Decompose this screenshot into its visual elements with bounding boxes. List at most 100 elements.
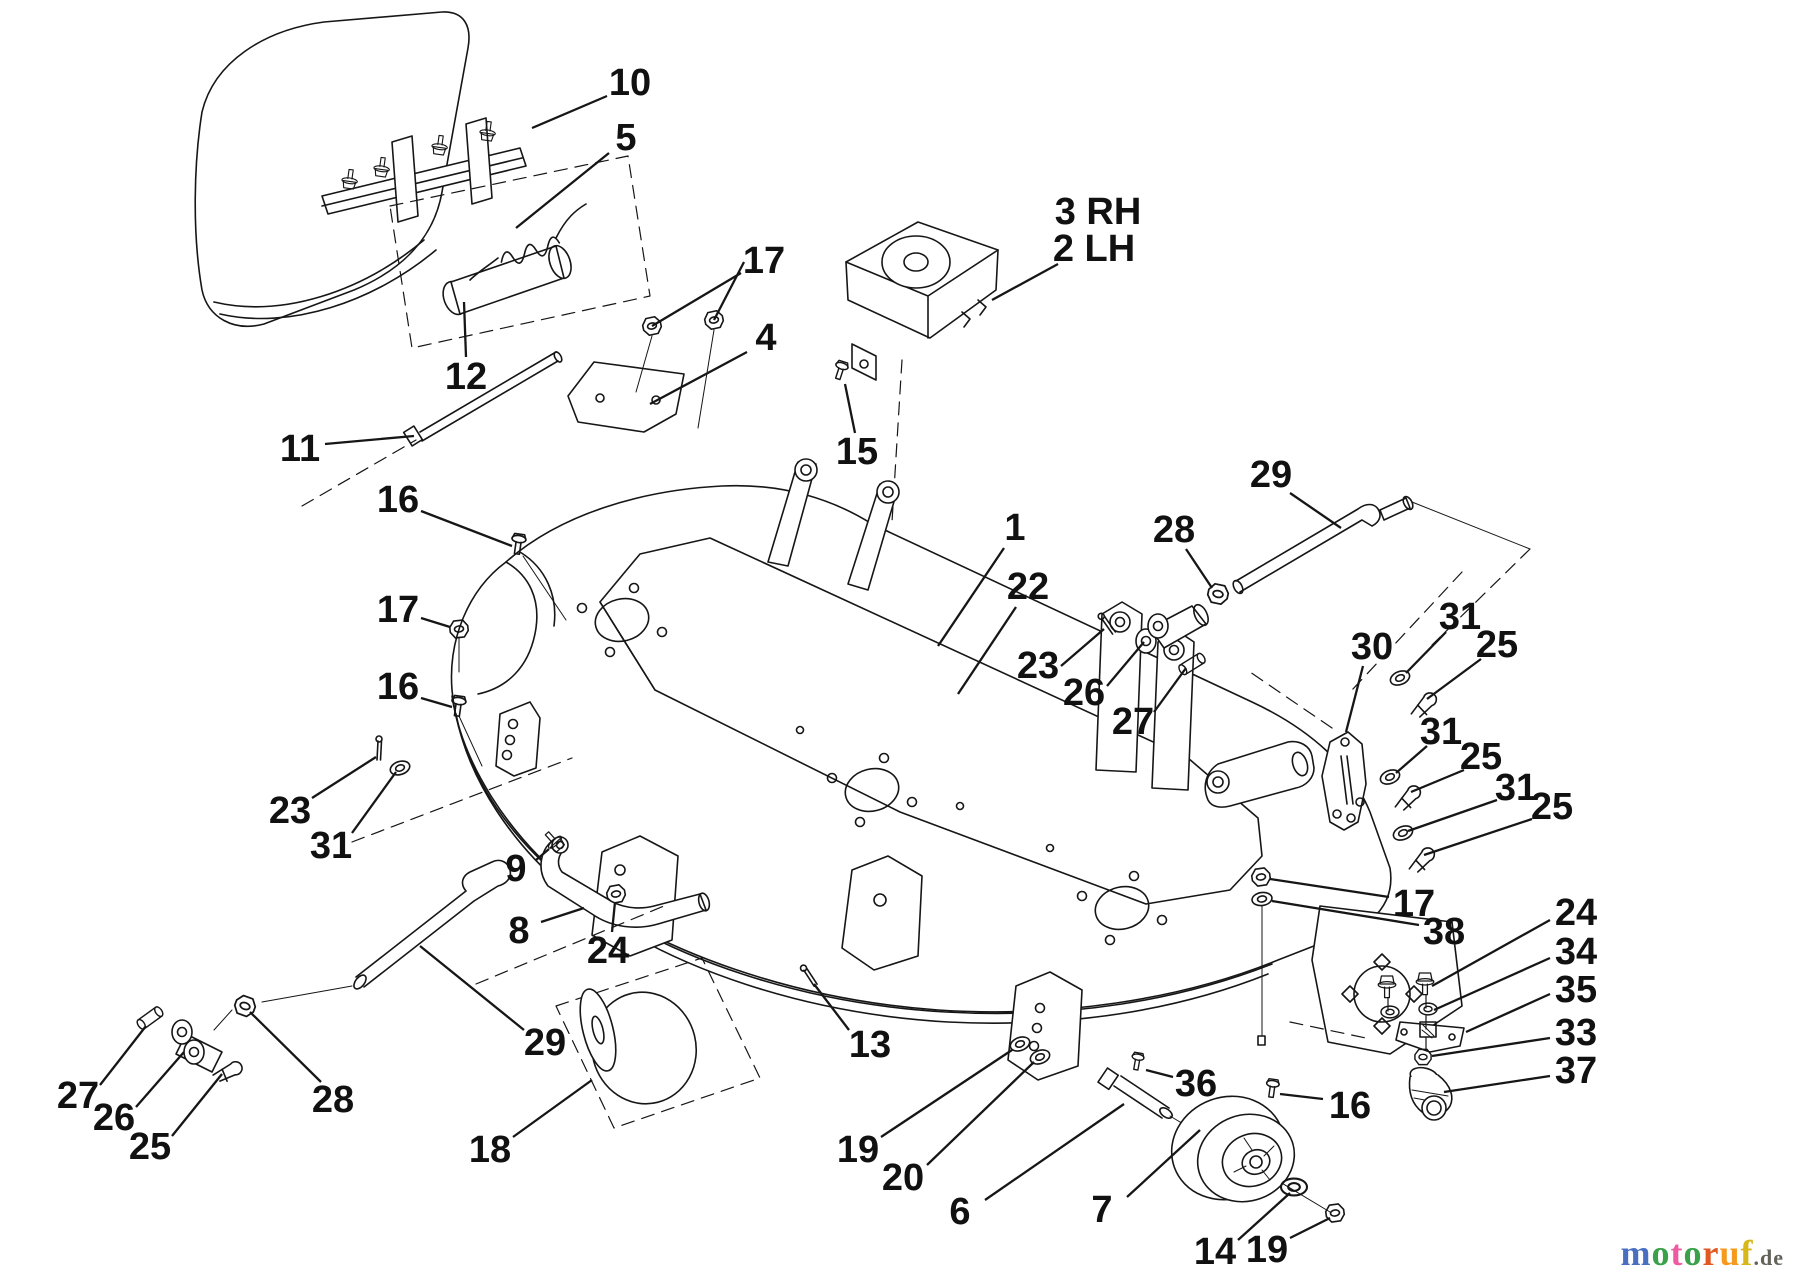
leader-line-16 <box>420 696 453 709</box>
leader-line-17 <box>420 616 451 629</box>
part-callout-12: 12 <box>445 356 487 398</box>
part-callout-15: 15 <box>836 431 878 473</box>
part-callout-30: 30 <box>1351 626 1393 668</box>
leader-line-31 <box>1405 631 1447 674</box>
leader-line-29 <box>1289 492 1342 529</box>
part-callout-2-LH: 2 LH <box>1053 228 1135 270</box>
grass-deflector-shield <box>194 11 527 328</box>
height-adjust-bracket <box>1249 671 1367 831</box>
leader-line-19 <box>880 1049 1013 1138</box>
part-callout-3-RH: 3 RH <box>1055 191 1142 233</box>
part-callout-9: 9 <box>505 848 526 890</box>
leader-line-17 <box>1269 877 1390 899</box>
part-callout-29: 29 <box>524 1022 566 1064</box>
part-callout-11: 11 <box>280 428 320 470</box>
spindle-opening <box>1076 870 1168 946</box>
mount-bracket <box>567 329 715 433</box>
front-center-bracket <box>841 855 923 971</box>
caster-wheel-assembly <box>1007 1033 1346 1224</box>
leader-line-29 <box>419 945 525 1031</box>
anti-scalp-roller <box>555 957 761 1129</box>
leader-line-6 <box>984 1103 1125 1201</box>
spindle-opening <box>576 582 668 658</box>
part-callout-38: 38 <box>1423 911 1465 953</box>
hinge-plate <box>391 135 419 223</box>
part-callout-33: 33 <box>1555 1012 1597 1054</box>
leader-line-31 <box>1407 798 1498 833</box>
leader-line-38 <box>1271 899 1420 927</box>
leader-line-27 <box>1153 667 1187 713</box>
right-wing-plate <box>1311 905 1463 1055</box>
deck-screw <box>1264 1077 1281 1099</box>
set-screw <box>1129 1051 1146 1072</box>
part-callout-26: 26 <box>93 1097 135 1139</box>
part-callout-16: 16 <box>377 479 419 521</box>
part-callout-25: 25 <box>1531 786 1573 828</box>
deflector-roller-and-spring <box>389 155 651 349</box>
leader-line-35 <box>1465 992 1551 1034</box>
part-callout-25: 25 <box>129 1126 171 1168</box>
part-callout-23: 23 <box>269 790 311 832</box>
clevis-left <box>171 1019 223 1073</box>
hairpin-cotter <box>1408 843 1437 876</box>
leader-line-37 <box>1443 1074 1551 1094</box>
hinge-plate <box>465 117 493 205</box>
deck-hanger-arms <box>767 458 900 591</box>
leader-line-25 <box>1423 817 1533 857</box>
flat-washer <box>387 757 413 779</box>
part-callout-19: 19 <box>1246 1229 1288 1271</box>
leader-line-2-LH <box>991 262 1059 302</box>
part-callout-14: 14 <box>1194 1231 1236 1273</box>
part-callout-18: 18 <box>469 1129 511 1171</box>
motoruf-logo[interactable]: motoruf.de <box>1620 1235 1784 1271</box>
leader-line-7 <box>1126 1129 1201 1198</box>
leader-line-31 <box>1395 745 1428 774</box>
part-callout-36: 36 <box>1175 1063 1217 1105</box>
deck-reinforcement-plate <box>576 537 1263 946</box>
part-callout-24: 24 <box>587 930 629 972</box>
logo-word: motoruf <box>1620 1233 1753 1273</box>
part-callout-16: 16 <box>1329 1085 1371 1127</box>
lock-nut <box>1414 1048 1432 1066</box>
logo-letter: t <box>1670 1233 1684 1273</box>
part-callout-29: 29 <box>1250 454 1292 496</box>
leader-line-27 <box>99 1025 147 1086</box>
leader-line-23 <box>311 756 377 799</box>
part-callout-17: 17 <box>1393 883 1435 925</box>
leader-line-25 <box>1426 658 1482 700</box>
part-callout-24: 24 <box>1555 892 1597 934</box>
leader-line-26 <box>1106 641 1145 687</box>
part-callout-31: 31 <box>310 825 352 867</box>
clevis-pin <box>134 1004 166 1032</box>
leader-line-22 <box>957 606 1017 695</box>
cover-screw <box>831 359 851 382</box>
leader-line-13 <box>813 983 850 1031</box>
leader-line-4 <box>649 350 748 406</box>
part-callout-31: 31 <box>1420 711 1462 753</box>
leader-line-8 <box>540 906 585 924</box>
leader-line-18 <box>512 1079 593 1138</box>
part-callout-5: 5 <box>615 117 636 159</box>
part-callout-17: 17 <box>377 589 419 631</box>
leader-line-25 <box>171 1073 223 1137</box>
part-callout-4: 4 <box>755 317 776 359</box>
part-callout-16: 16 <box>377 666 419 708</box>
leader-line-30 <box>1344 665 1365 733</box>
part-callout-20: 20 <box>882 1157 924 1199</box>
lift-rod-right <box>1232 495 1531 691</box>
part-callout-31: 31 <box>1495 767 1537 809</box>
gauge-wheel <box>1170 1095 1296 1203</box>
logo-letter: f <box>1740 1233 1754 1273</box>
part-callout-17: 17 <box>743 240 785 282</box>
leader-line-17 <box>651 272 742 327</box>
leader-line-15 <box>843 383 857 434</box>
part-callout-31: 31 <box>1439 596 1481 638</box>
leader-line-28 <box>1185 548 1213 589</box>
logo-letter: u <box>1719 1233 1741 1273</box>
part-callout-25: 25 <box>1476 624 1518 666</box>
leader-line-1 <box>937 547 1005 647</box>
leader-line-16 <box>1279 1092 1324 1101</box>
